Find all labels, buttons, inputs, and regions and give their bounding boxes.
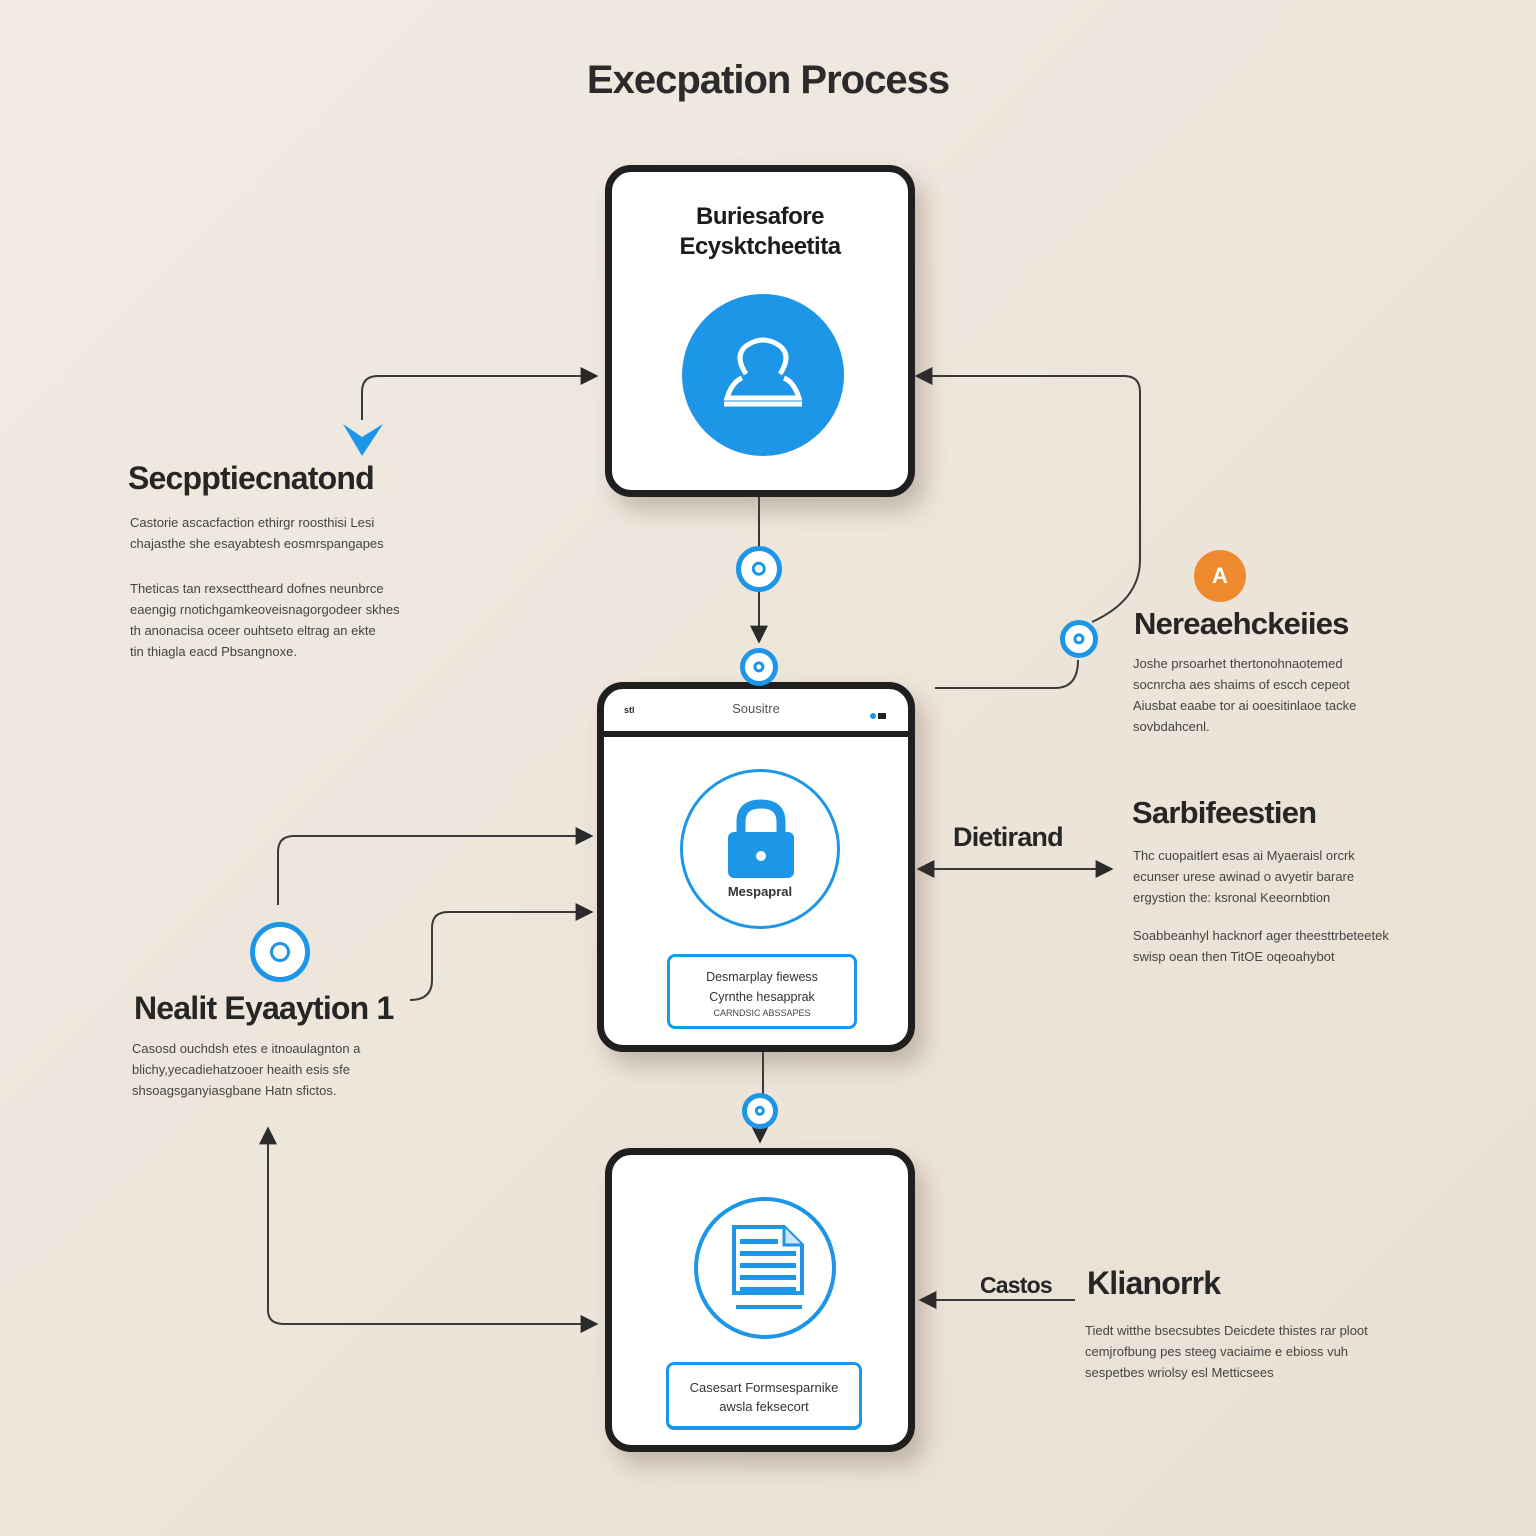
section-text-right-2a: Thc cuopaitlert esas ai Myaeraisl orcrk … <box>1133 845 1355 908</box>
orange-alert-icon: A <box>1194 550 1246 602</box>
info-box-line-3: CARNDSIC ABSSAPES <box>713 1008 811 1018</box>
text-line: blichy,yecadiehatzooer heaith esis sfe <box>132 1062 350 1077</box>
section-text-left-2: Casosd ouchdsh etes e itnoaulagnton a bl… <box>132 1038 360 1101</box>
page-title: Execpation Process <box>586 58 950 102</box>
card-title: Buriesafore Ecysktcheetita <box>612 202 908 262</box>
connector-node-4 <box>250 922 310 982</box>
card-title-line-1: Buriesafore <box>696 203 824 230</box>
text-line: cemjrofbung pes steeg vaciaime e ebioss … <box>1085 1344 1349 1359</box>
step-card-document[interactable]: Casesart Formsesparnike awsla feksecort <box>605 1148 915 1452</box>
text-line: Thc cuopaitlert esas ai Myaeraisl orcrk <box>1133 848 1355 863</box>
section-text-left-1a: Castorie ascacfaction ethirgr roosthisi … <box>130 512 384 554</box>
connector-node-2 <box>740 648 778 686</box>
section-heading-right-1: Nereaehckeiies <box>1134 606 1349 641</box>
text-line: socnrcha aes shaims of escch cepeot <box>1133 677 1350 692</box>
text-line: th anonacisa oceer ouhtseto eltrag an ek… <box>130 623 376 638</box>
connector-label-middle: Dietirand <box>953 822 1064 852</box>
step-card-lock[interactable]: stl Sousitre Mespapral Desmarplay fiewes… <box>597 682 915 1052</box>
connector-label-bottom: Castos <box>980 1272 1053 1298</box>
battery-icon <box>870 706 888 719</box>
text-line: tin thiagla eacd Pbsangnoxe. <box>130 644 297 659</box>
user-icon <box>682 294 844 456</box>
text-line: chajasthe she esayabtesh eosmrspangapes <box>130 536 384 551</box>
section-text-left-1b: Theticas tan rexsecttheard dofnes neunbr… <box>130 578 400 662</box>
arrow-left-to-card1 <box>361 367 599 420</box>
section-text-right-2b: Soabbeanhyl hacknorf ager theesttrbeteet… <box>1133 925 1389 967</box>
action-box[interactable]: Casesart Formsesparnike awsla feksecort <box>666 1362 862 1430</box>
arrow-left-to-card2-top <box>277 827 594 905</box>
text-line: Castorie ascacfaction ethirgr roosthisi … <box>130 515 375 530</box>
info-box[interactable]: Desmarplay fiewess Cyrnthe hesapprak CAR… <box>667 954 857 1029</box>
lock-label: Mespapral <box>727 884 793 899</box>
section-heading-right-3: Klianorrk <box>1087 1265 1221 1301</box>
lock-icon: Mespapral <box>680 769 840 929</box>
card-title-line-2: Ecysktcheetita <box>679 233 841 260</box>
text-line: swisp oean then TitOE oqeoahybot <box>1133 949 1335 964</box>
section-heading-left-1: Secpptiecnatond <box>128 460 375 496</box>
info-box-line-1: Desmarplay fiewess <box>706 970 818 984</box>
action-box-line-2: awsla feksecort <box>719 1399 809 1414</box>
arrow-right-to-card1 <box>914 367 1141 623</box>
section-heading-right-2: Sarbifeestien <box>1132 795 1317 830</box>
text-line: shsoagsganyiasgbane Hatn sfictos. <box>132 1083 337 1098</box>
line-right-to-card2 <box>935 659 1079 689</box>
section-heading-left-2: Nealit Eyaaytion 1 <box>134 990 394 1026</box>
text-line: Casosd ouchdsh etes e itnoaulagnton a <box>132 1041 361 1056</box>
arrow-left-to-card2-bottom <box>409 903 594 1001</box>
step-card-user[interactable]: Buriesafore Ecysktcheetita <box>605 165 915 497</box>
blue-chevron-icon <box>343 424 383 456</box>
connector-node-5 <box>742 1093 778 1129</box>
text-line: Soabbeanhyl hacknorf ager theesttrbeteet… <box>1133 928 1389 943</box>
text-line: ergystion the: ksronal Keeornbtion <box>1133 890 1331 905</box>
action-box-line-1: Casesart Formsesparnike <box>689 1380 839 1395</box>
document-icon <box>694 1197 836 1339</box>
text-line: Tiedt witthe bsecsubtes Deicdete thistes… <box>1085 1323 1368 1338</box>
info-box-line-2: Cyrnthe hesapprak <box>709 990 815 1004</box>
text-line: eaengig rnotichgamkeoveisnagorgodeer skh… <box>130 602 400 617</box>
screen-title: Sousitre <box>732 701 780 716</box>
connector-node-3 <box>1060 620 1098 658</box>
text-line: Aiusbat eaabe tor ai ooesitinlaoe tacke <box>1133 698 1357 713</box>
text-line: Joshe prsoarhet thertonohnaotemed <box>1133 656 1343 671</box>
status-bar: stl Sousitre <box>604 689 908 737</box>
text-line: sespetbes wriolsy esl Metticsees <box>1085 1365 1274 1380</box>
text-line: ecunser urese awinad o avyetir barare <box>1133 869 1355 884</box>
signal-indicator: stl <box>624 705 635 715</box>
section-text-right-3: Tiedt witthe bsecsubtes Deicdete thistes… <box>1085 1320 1368 1383</box>
text-line: Theticas tan rexsecttheard dofnes neunbr… <box>130 581 384 596</box>
text-line: sovbdahcenl. <box>1133 719 1210 734</box>
arrow-left-to-card3 <box>259 1126 599 1333</box>
section-text-right-1: Joshe prsoarhet thertonohnaotemed socnrc… <box>1133 653 1356 737</box>
connector-node-1 <box>736 546 782 592</box>
